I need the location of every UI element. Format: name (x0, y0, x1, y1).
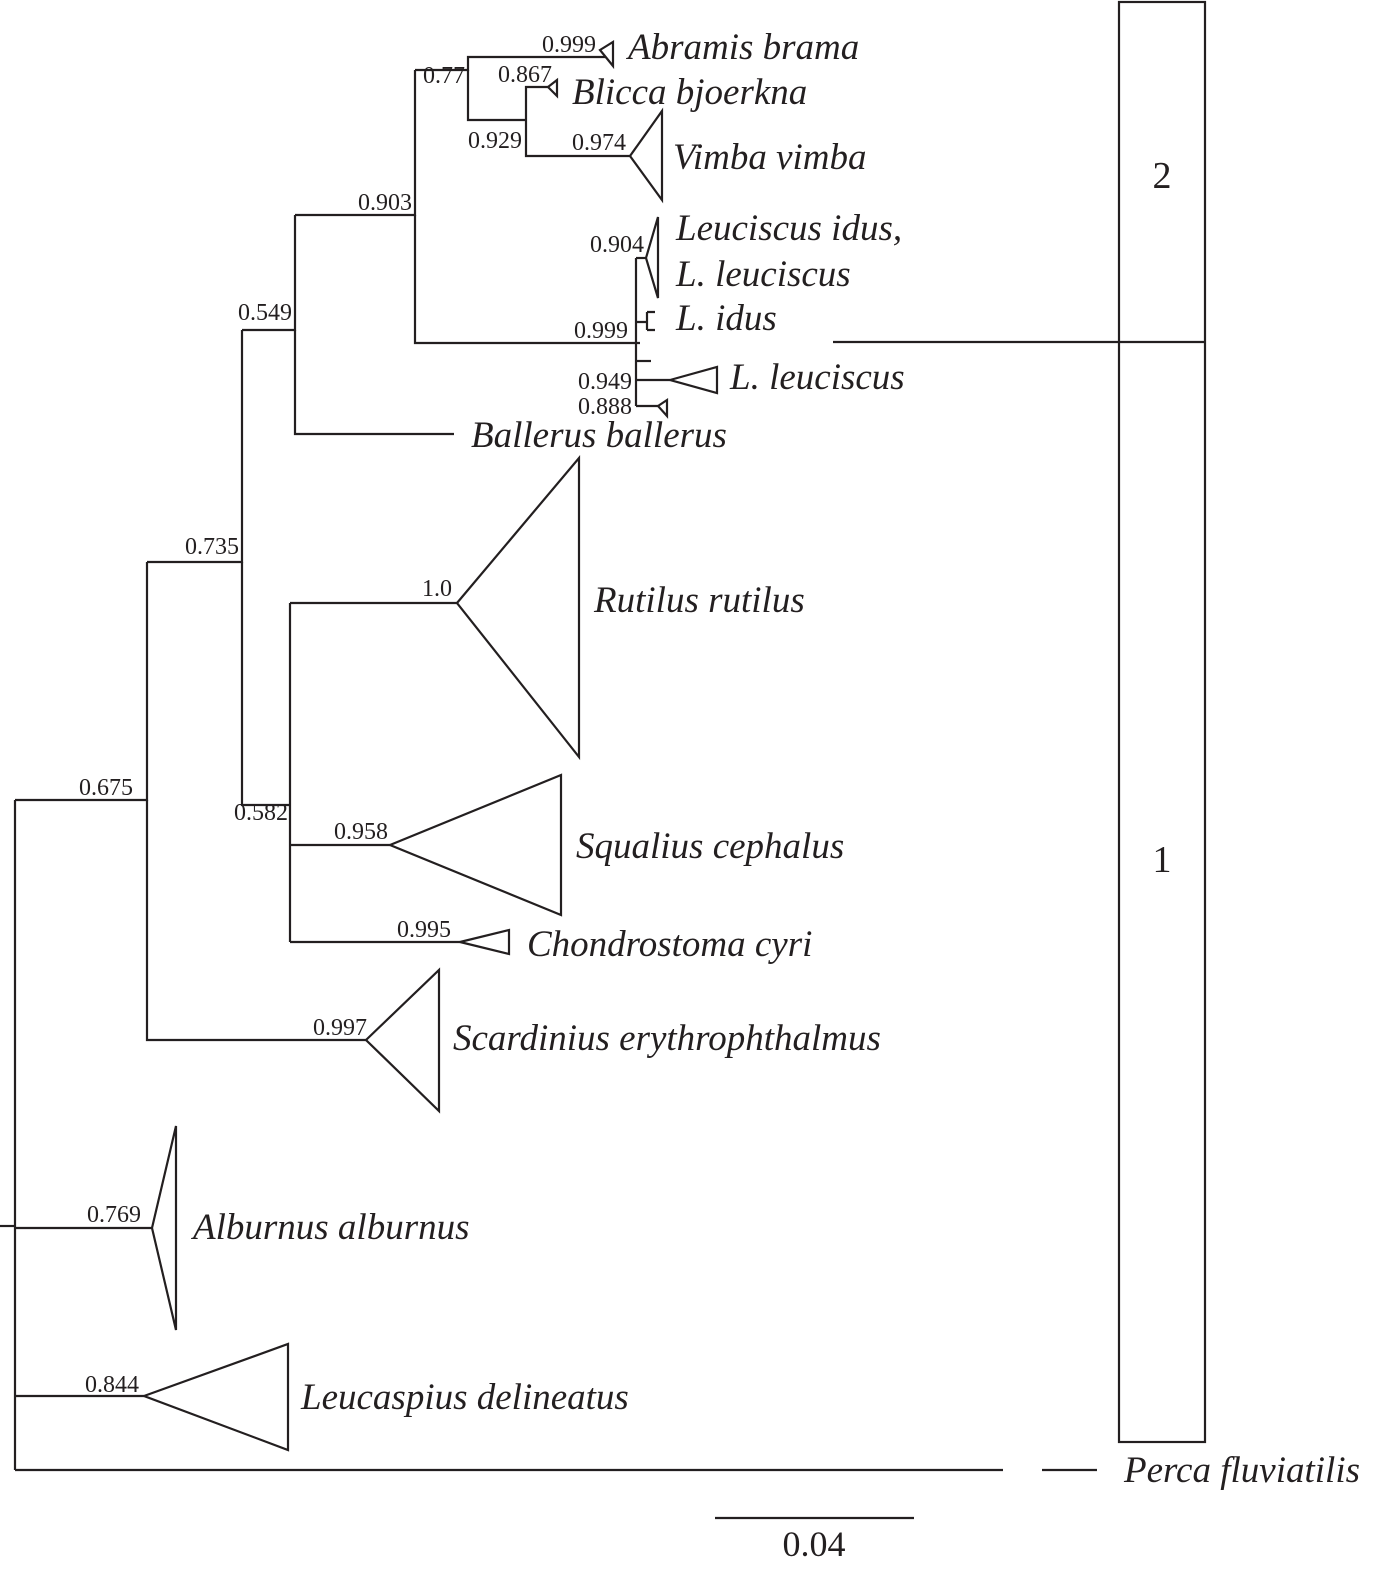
branch-903-lower (413, 215, 640, 345)
support-label: 1.0 (422, 576, 452, 602)
scale-bar-label: 0.04 (783, 1524, 846, 1564)
clade-alburnus (150, 1125, 178, 1331)
clade-scardinius (364, 967, 441, 1114)
support-label: 0.999 (542, 32, 596, 58)
branch-ingroup-lower (145, 800, 366, 1042)
taxon-label: Chondrostoma cyri (527, 924, 812, 965)
collapsed-clades (140, 40, 719, 1452)
support-label: 0.999 (574, 318, 628, 344)
support-label: 0.77 (423, 63, 465, 89)
taxon-label: Abramis brama (625, 27, 859, 68)
clade-888 (656, 397, 669, 419)
tree-branches (0, 55, 1206, 1472)
branch-ingroup (15, 562, 149, 802)
support-label: 0.549 (238, 300, 292, 326)
clade-blicca (546, 77, 559, 99)
clade-rutilus (455, 454, 581, 761)
branch-l-idus (636, 310, 655, 332)
scale-bar: 0.04 (715, 1516, 914, 1564)
support-label: 0.974 (572, 130, 626, 156)
taxon-label: Ballerus ballerus (471, 415, 727, 456)
branch-735-lower (240, 562, 290, 807)
taxon-label: Leucaspius delineatus (300, 1377, 629, 1418)
support-values: 0.999 0.77 0.867 0.929 0.974 0.903 0.904… (79, 32, 644, 1398)
support-label: 0.735 (185, 534, 239, 560)
branch-77 (415, 55, 608, 72)
branch-929 (524, 85, 548, 120)
support-label: 0.675 (79, 775, 133, 801)
clade-vimba (628, 107, 664, 204)
support-label: 0.888 (578, 394, 632, 420)
taxon-label: L. leuciscus (729, 357, 905, 398)
taxon-label: Squalius cephalus (576, 826, 844, 867)
support-label: 0.844 (85, 1372, 139, 1398)
branch-77-lower (466, 70, 526, 122)
support-label: 0.867 (498, 62, 552, 88)
support-label: 0.949 (578, 369, 632, 395)
taxon-label: Perca fluviatilis (1123, 1450, 1360, 1491)
taxon-label: Vimba vimba (673, 137, 867, 178)
taxon-label: Alburnus alburnus (190, 1207, 470, 1248)
taxon-label: Blicca bjoerkna (572, 72, 807, 113)
taxon-label: L. leuciscus (675, 254, 851, 295)
taxon-label: Scardinius erythrophthalmus (453, 1018, 881, 1059)
support-label: 0.997 (313, 1015, 367, 1041)
taxon-label: L. idus (675, 298, 777, 339)
support-label: 0.769 (87, 1202, 141, 1228)
clade-leuciscus-idus (644, 216, 660, 299)
clade-chondrostoma (459, 928, 511, 956)
taxon-label: Rutilus rutilus (593, 580, 805, 621)
branch-ballerus (293, 330, 454, 436)
clade-l-leuciscus (665, 365, 719, 395)
taxon-label: Leuciscus idus, (675, 208, 902, 249)
support-label: 0.929 (468, 128, 522, 154)
group-boxes: 2 1 (1117, 0, 1207, 1444)
support-label: 0.995 (397, 917, 451, 943)
clade-leucaspius (140, 1342, 290, 1452)
taxon-labels: Abramis brama Blicca bjoerkna Vimba vimb… (190, 27, 1360, 1491)
support-label: 0.958 (334, 819, 388, 845)
branch-vimba (524, 120, 630, 158)
group-box-outline (1117, 0, 1207, 1444)
group-label-2: 2 (1153, 155, 1172, 197)
clade-squalius (387, 773, 563, 917)
support-label: 0.903 (358, 190, 412, 216)
clade-abramis (598, 40, 615, 70)
support-label: 0.582 (234, 800, 288, 826)
branch-735 (147, 330, 244, 564)
support-label: 0.904 (590, 232, 644, 258)
group-label-1: 1 (1153, 839, 1172, 881)
